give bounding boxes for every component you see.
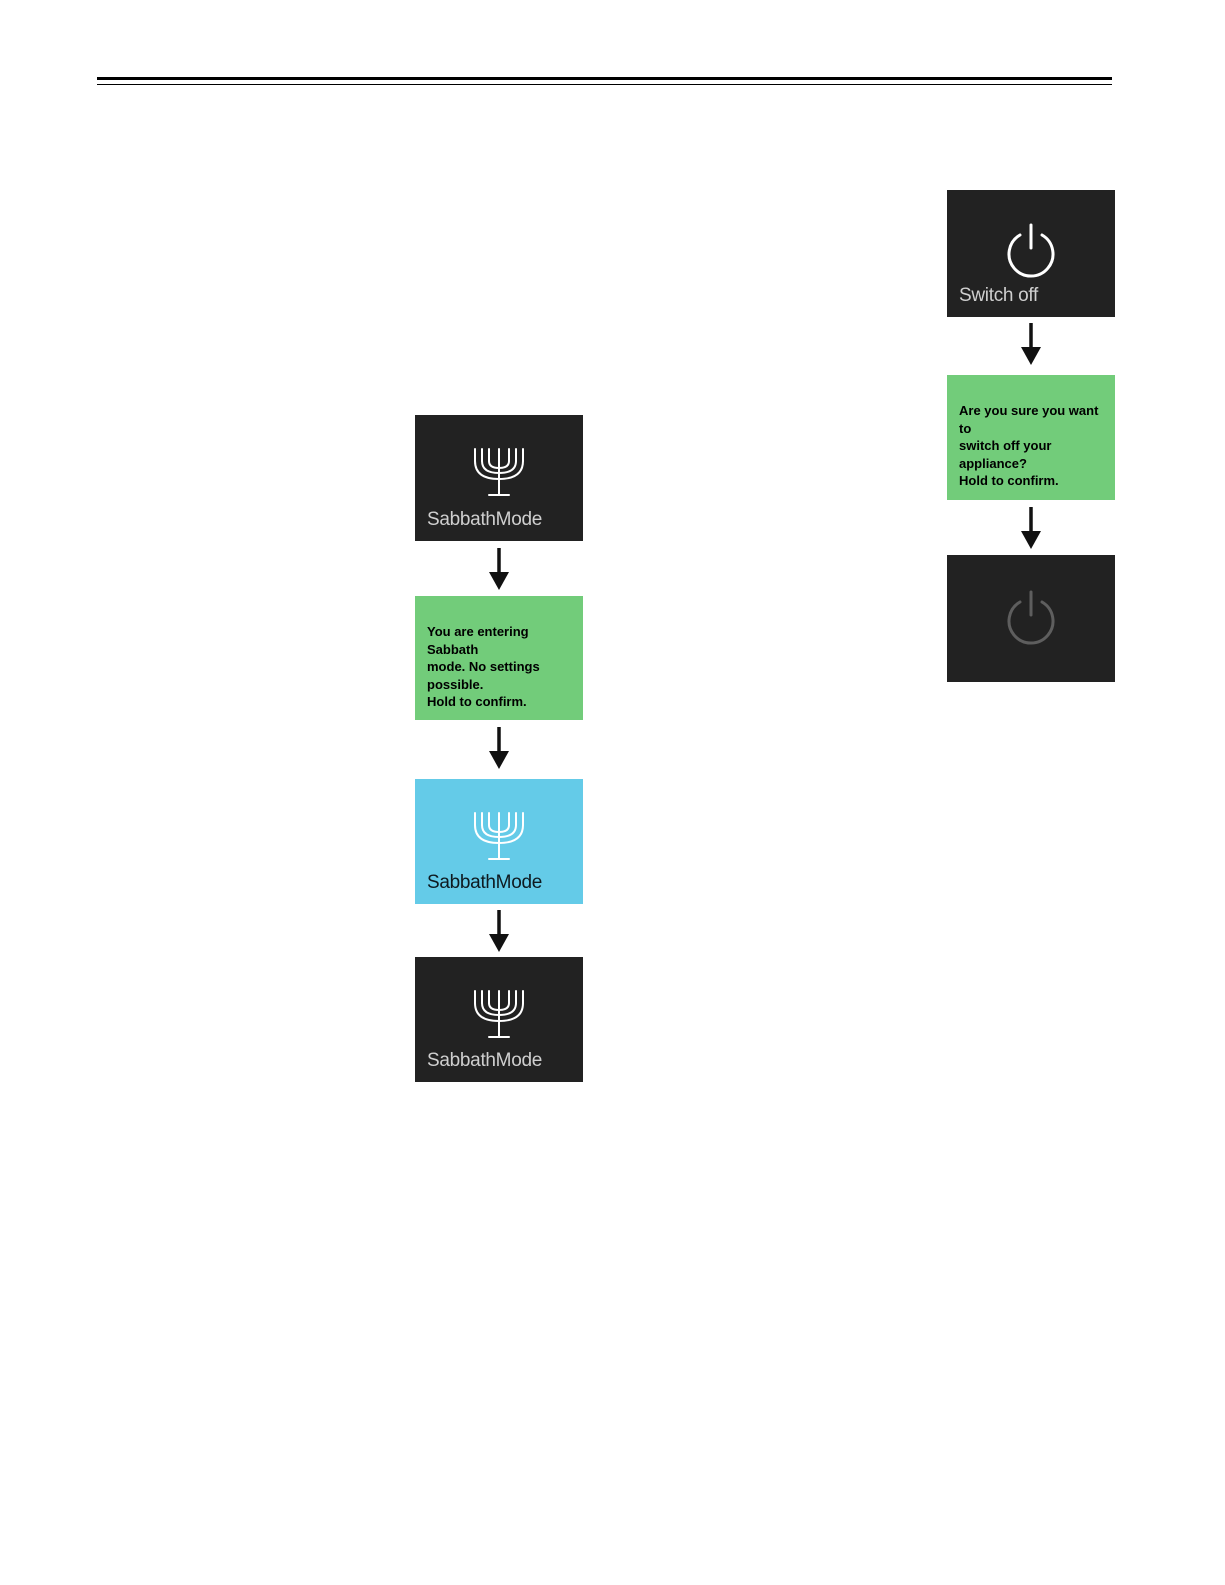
sabbath-confirm-message: You are entering Sabbath mode. No settin… [427,623,577,711]
down-arrow-icon [489,548,509,590]
header-rule-thick [97,77,1112,80]
power-icon [1005,222,1057,278]
down-arrow-icon [489,910,509,952]
menorah-icon [473,989,525,1041]
message-line: mode. No settings [427,658,577,676]
message-line: possible. [427,676,577,694]
switch-off-label: Switch off [959,285,1038,307]
message-line: Hold to confirm. [427,693,577,711]
sabbath-mode-tile[interactable]: SabbathMode [415,415,583,541]
down-arrow-icon [1021,507,1041,549]
message-line: switch off your [959,437,1109,455]
sabbath-confirm-tile[interactable]: You are entering Sabbath mode. No settin… [415,596,583,720]
sabbath-mode-label: SabbathMode [427,872,542,894]
switch-off-confirm-tile[interactable]: Are you sure you want to switch off your… [947,375,1115,500]
switch-off-tile[interactable]: Switch off [947,190,1115,317]
header-rule-thin [97,84,1112,85]
power-icon-dimmed [1005,589,1057,645]
sabbath-mode-tile[interactable]: SabbathMode [415,957,583,1082]
menorah-icon [473,447,525,499]
menorah-icon [473,811,525,863]
down-arrow-icon [1021,323,1041,365]
sabbath-mode-label: SabbathMode [427,509,542,531]
sabbath-mode-active-tile[interactable]: SabbathMode [415,779,583,904]
switch-off-confirm-message: Are you sure you want to switch off your… [959,402,1109,490]
message-line: Are you sure you want to [959,402,1109,437]
down-arrow-icon [489,727,509,769]
message-line: You are entering Sabbath [427,623,577,658]
switched-off-tile [947,555,1115,682]
sabbath-mode-label: SabbathMode [427,1050,542,1072]
message-line: Hold to confirm. [959,472,1109,490]
message-line: appliance? [959,455,1109,473]
